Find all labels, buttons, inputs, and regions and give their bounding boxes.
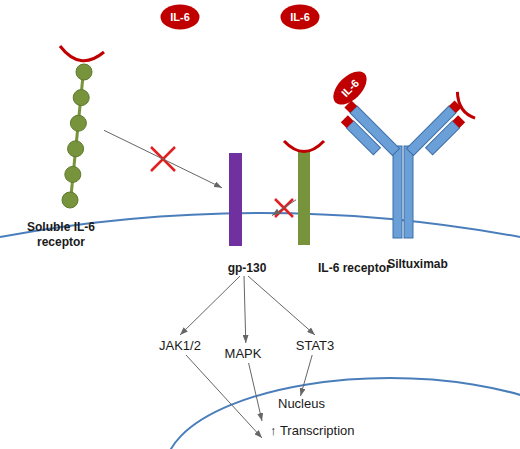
block-stroke [151, 147, 175, 171]
gp130-bar [229, 153, 242, 246]
binding-site [341, 115, 354, 128]
ellipse-fill [161, 5, 200, 30]
soluble-receptor-chain [60, 46, 104, 208]
binding-site [60, 46, 104, 61]
binding-site [284, 141, 324, 152]
nucleus-region: Nucleus ↑ Transcription [262, 396, 372, 446]
cytokine-ellipse: IL-6 [280, 4, 320, 30]
receptor-domain [76, 64, 92, 80]
signal-molecule: STAT3 [287, 335, 343, 355]
receptor-domain [70, 115, 86, 131]
receptor-domain [68, 141, 84, 157]
ellipse-fill [327, 65, 372, 110]
light-chain [426, 121, 460, 155]
heavy-chain [393, 146, 402, 238]
binding-site [452, 115, 465, 128]
antibody-illustration [335, 92, 479, 238]
signal-arrow [249, 363, 262, 421]
node-label: gp-130 [222, 261, 272, 276]
node-label: MAPK [225, 346, 262, 361]
soluble-receptor: Soluble IL-6 receptor [18, 40, 104, 250]
heavy-chain [404, 146, 413, 238]
node-label: IL-6 receptor [318, 261, 416, 276]
node-label: JAK1/2 [159, 338, 201, 353]
binding-cup [451, 92, 479, 120]
light-chain [347, 121, 381, 155]
cytokine-ellipse: IL-6 [160, 4, 200, 30]
signal-arrow [248, 276, 315, 335]
signal-arrow [180, 276, 240, 335]
signal-arrow [301, 355, 313, 396]
signal-molecule: JAK1/2 [150, 335, 210, 355]
block-stroke [275, 199, 293, 217]
membrane-receptor: IL-6 receptor [296, 140, 416, 276]
node-label: ↑ Transcription [262, 423, 355, 438]
antibody: SiltuximabIL-6 [340, 40, 495, 272]
membrane-receptor: gp-130 [222, 150, 272, 276]
node-label: Soluble IL-6 receptor [18, 220, 104, 250]
block-stroke [275, 199, 293, 217]
receptor-domain [62, 192, 78, 208]
signal-arrow [272, 200, 296, 216]
node-label: IL-6 [290, 10, 310, 25]
block-mark [151, 147, 293, 217]
signal-arrow [186, 355, 262, 438]
signal-arrow [244, 276, 246, 343]
receptor-bar [298, 152, 310, 245]
block-stroke [151, 147, 175, 171]
signal-arrow [104, 130, 222, 188]
node-label: Nucleus [262, 396, 325, 411]
signal-molecule: MAPK [215, 343, 271, 363]
receptor-stalk [70, 66, 84, 206]
receptor-domain [73, 90, 89, 106]
node-label: STAT3 [296, 338, 335, 353]
receptor-domain [65, 166, 81, 182]
nucleus-envelope [165, 378, 520, 449]
node-label: IL-6 [170, 10, 190, 25]
ellipse-fill [281, 5, 320, 30]
cytokine-ellipse: IL-6 [327, 65, 374, 112]
